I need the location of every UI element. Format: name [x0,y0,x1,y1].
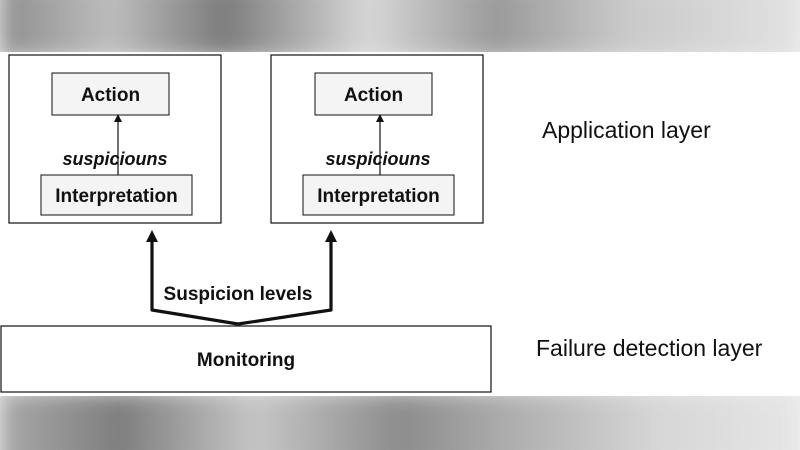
monitoring-label: Monitoring [197,350,295,371]
left-action-label: Action [81,85,140,106]
left-interpretation-box [40,174,193,216]
right-interpretation-label: Interpretation [317,186,439,207]
right-suspicions-label: suspiciouns [325,149,430,169]
left-interpretation-label: Interpretation [55,186,177,207]
application-layer-label: Application layer [542,117,711,143]
left-action-box [51,72,170,116]
left-application-module: Action suspiciouns Interpretation [8,54,222,224]
right-action-box [314,72,433,116]
right-action-label: Action [344,85,403,106]
monitoring-box [0,325,492,393]
monitoring-module: Monitoring [0,325,492,393]
blurred-footer-background [0,392,800,450]
suspicion-levels-label: Suspicion levels [164,284,313,305]
left-suspicions-label: suspiciouns [62,149,167,169]
failure-detection-layer-label: Failure detection layer [536,335,763,361]
suspicion-levels-connector: Suspicion levels [146,230,337,326]
right-suspicion-arrow [237,230,337,326]
right-application-module: Action suspiciouns Interpretation [270,54,484,224]
right-interpretation-box [302,174,455,216]
blurred-header-background [0,0,800,58]
left-suspicion-arrow [146,230,239,326]
